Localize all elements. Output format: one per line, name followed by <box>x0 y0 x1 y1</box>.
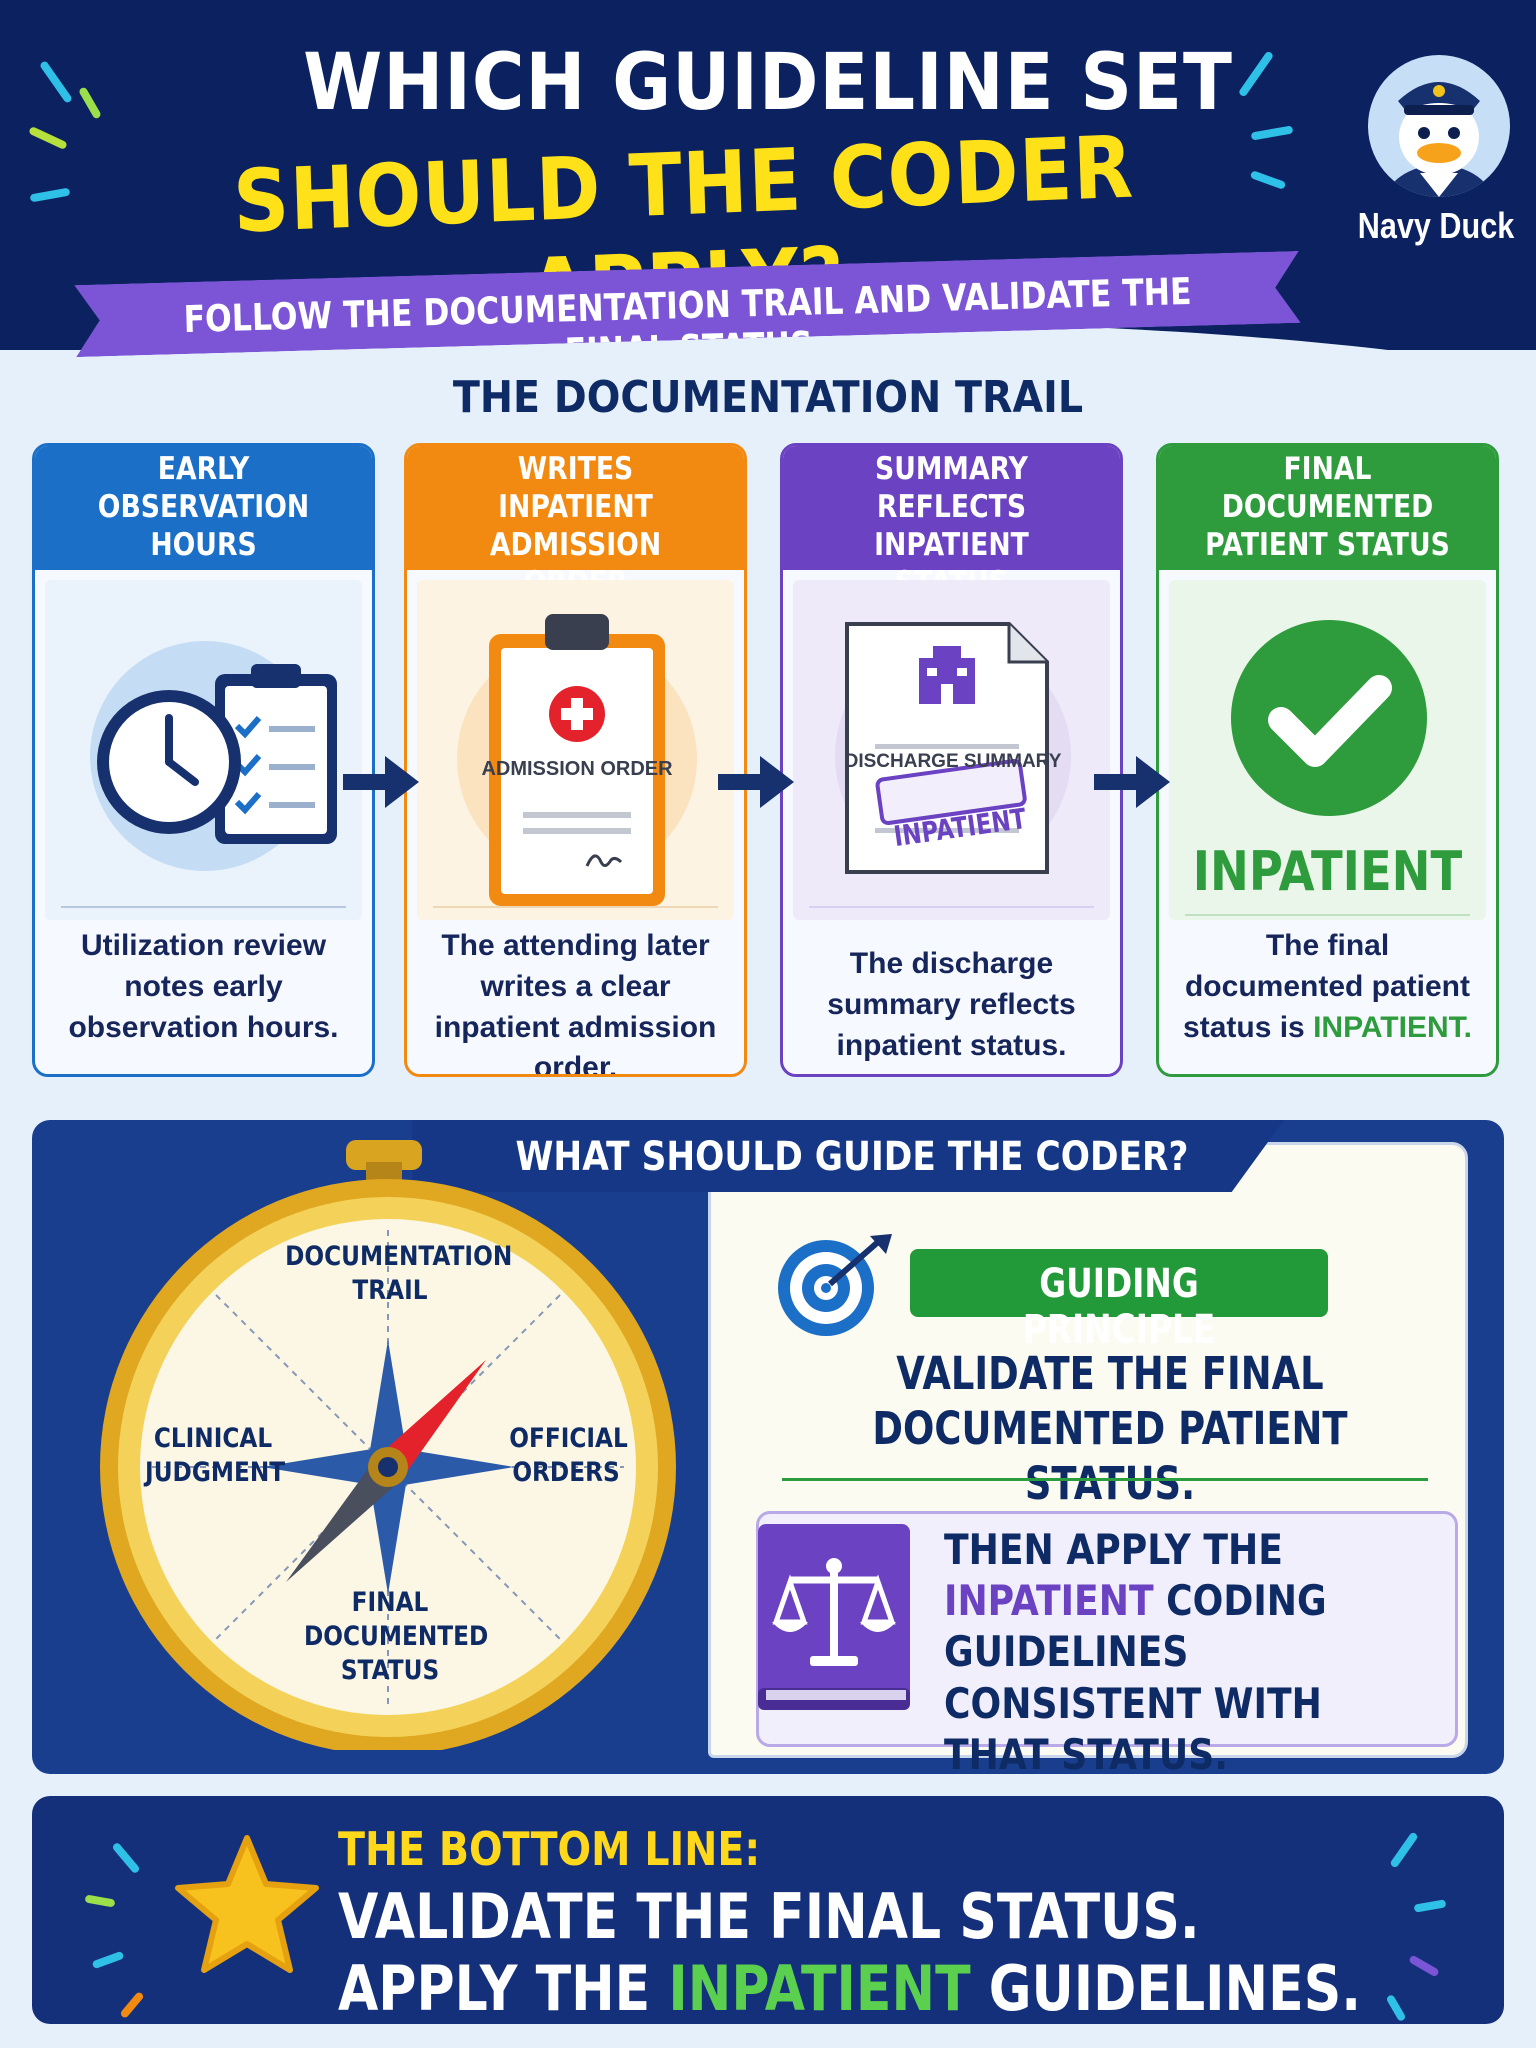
card-text: The discharge summary reflects inpatient… <box>827 947 1076 1062</box>
scales-book-icon <box>758 1524 910 1710</box>
clock-clipboard-icon <box>90 641 337 871</box>
card-heading: DISCHARGE SUMMARY REFLECTS INPATIENT STA… <box>783 446 1120 601</box>
bottom-line-statement-1: VALIDATE THE FINAL STATUS. <box>338 1880 1200 1953</box>
compass-north-label: DOCUMENTATION TRAIL <box>285 1241 513 1306</box>
status-emphasis: INPATIENT. <box>1313 1010 1472 1044</box>
apply-guidelines-text: THEN APPLY THE INPATIENT CODING GUIDELIN… <box>944 1525 1327 1779</box>
card-text: The attending later writes a clear inpat… <box>434 929 717 1077</box>
trail-card-final-status: FINAL DOCUMENTED PATIENT STATUS INPATIEN… <box>1156 443 1499 1077</box>
compass-west-label: CLINICAL JUDGMENT <box>145 1423 286 1488</box>
discharge-summary-icon <box>835 622 1071 874</box>
bottom-line-label: THE BOTTOM LINE: <box>338 1822 761 1876</box>
card-heading: ATTENDING WRITES INPATIENT ADMISSION ORD… <box>407 446 744 601</box>
navy-duck-icon <box>1368 55 1510 197</box>
guiding-principle-badge: GUIDING PRINCIPLE <box>910 1249 1328 1353</box>
guiding-principle-label: GUIDING PRINCIPLE <box>1022 1261 1216 1353</box>
card-heading: FINAL DOCUMENTED PATIENT STATUS <box>1159 446 1496 570</box>
title-line-1: WHICH GUIDELINE SET <box>303 38 1233 128</box>
bottom-emphasis: INPATIENT <box>668 1952 971 2025</box>
card-text: The final documented patient status is I… <box>1183 929 1472 1044</box>
arrow-right-icon <box>343 756 419 808</box>
checkmark-icon <box>1231 620 1427 816</box>
arrow-right-icon <box>1094 756 1170 808</box>
subtitle-text: FOLLOW THE DOCUMENTATION TRAIL AND VALID… <box>183 269 1193 374</box>
divider <box>782 1478 1428 1481</box>
target-icon <box>778 1234 892 1336</box>
compass-east-label: OFFICIAL ORDERS <box>509 1423 628 1488</box>
compass-icon <box>100 1140 676 1750</box>
star-icon <box>175 1835 319 1973</box>
guide-title: WHAT SHOULD GUIDE THE CODER? <box>515 1134 1189 1180</box>
bottom-line-statement-2: APPLY THE INPATIENT GUIDELINES. <box>338 1952 1362 2025</box>
final-status-label: INPATIENT <box>1192 840 1463 903</box>
arrow-right-icon <box>718 756 794 808</box>
trail-card-observation: EARLY OBSERVATION HOURS Utilization revi… <box>32 443 375 1077</box>
apply-emphasis: INPATIENT <box>944 1576 1154 1626</box>
compass-south-label: FINAL DOCUMENTED STATUS <box>304 1587 489 1686</box>
discharge-summary-label: DISCHARGE SUMMARY <box>844 751 1062 772</box>
admission-order-icon <box>457 614 697 906</box>
brand-label: Navy Duck <box>1357 205 1515 246</box>
trail-card-discharge: DISCHARGE SUMMARY REFLECTS INPATIENT STA… <box>780 443 1123 1077</box>
principle-statement: VALIDATE THE FINAL DOCUMENTED PATIENT ST… <box>872 1347 1348 1510</box>
card-text: Utilization review notes early observati… <box>68 929 339 1044</box>
card-heading: EARLY OBSERVATION HOURS <box>35 446 372 570</box>
trail-title: THE DOCUMENTATION TRAIL <box>452 372 1084 423</box>
admission-order-label: ADMISSION ORDER <box>481 758 673 780</box>
trail-card-admission: ATTENDING WRITES INPATIENT ADMISSION ORD… <box>404 443 747 1077</box>
